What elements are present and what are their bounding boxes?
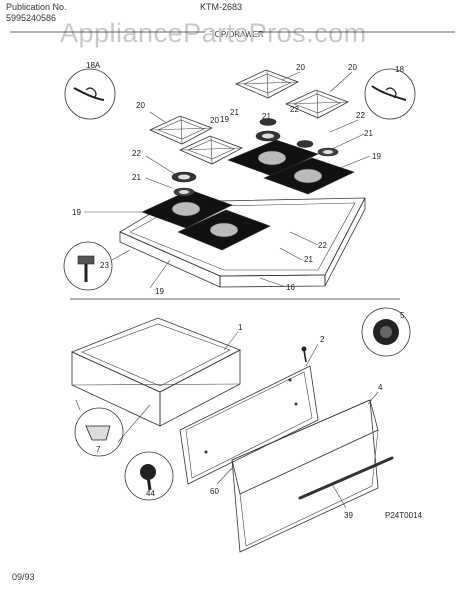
callout-21-bottom: 21 [304,255,313,264]
callout-21-left: 21 [132,173,141,182]
leader-lines-bottom [75,331,379,509]
drawer-outer-panel [231,399,379,553]
drawer-front-panel [179,365,319,485]
drawer-body [70,317,241,427]
drawer-handle [298,456,394,500]
callout-23: 23 [100,261,109,270]
callout-18a: 18A [86,61,101,70]
model-number: KTM-2683 [200,2,243,12]
drip-ring-center [255,118,281,142]
screw [301,346,307,363]
grate-left-2 [179,135,243,165]
callout-21-right: 21 [364,129,373,138]
grate-right [235,69,299,99]
drip-ring-left [171,171,197,197]
leader-lines-top [84,71,371,289]
callout-60: 60 [210,487,219,496]
callout-19-right: 19 [372,152,381,161]
burner-pan-rear-right [263,157,355,195]
callout-20-right: 20 [348,63,357,72]
callout-20-center: 20 [210,116,219,125]
callout-20-rear: 20 [296,63,305,72]
diagram-code: P24T0014 [385,511,422,520]
publication-number: 5995240586 [6,13,57,23]
callout-22-bottom: 22 [318,241,327,250]
footer-date: 09/93 [12,572,35,582]
grate-left [149,115,213,145]
callout-21-center-2: 21 [262,112,271,121]
callout-39: 39 [344,511,353,520]
callout-19-bottom: 19 [155,287,164,296]
callout-19-center: 19 [220,115,229,124]
callout-4: 4 [378,383,383,392]
burner-pan-rear-left [227,139,319,177]
detail-circle-7 [74,407,124,457]
drip-ring-right [296,140,339,157]
callout-22-top: 22 [290,105,299,114]
detail-circle-18a [64,68,116,120]
callout-7: 7 [96,445,101,454]
callout-2: 2 [320,335,325,344]
callout-5: 5 [400,311,405,320]
detail-circle-5 [361,307,411,357]
publication-label: Publication No. [6,2,67,12]
burner-pan-front-right [177,209,271,251]
callout-44: 44 [146,489,155,498]
detail-circle-44 [124,451,174,501]
detail-circle-23 [63,241,113,291]
grate-right-2 [285,89,349,119]
callout-1: 1 [238,323,243,332]
callout-22-right: 22 [356,111,365,120]
callout-16: 16 [286,283,295,292]
burner-pan-front-left [141,189,233,229]
section-title: TOP/DRAWER [210,30,264,39]
watermark: AppliancePartsPros.com [60,18,367,48]
callout-19-left: 19 [72,208,81,217]
callout-18: 18 [395,65,404,74]
callout-22-left: 22 [132,149,141,158]
detail-circle-18 [364,68,416,120]
callout-21-center: 21 [230,108,239,117]
callout-20-left: 20 [136,101,145,110]
